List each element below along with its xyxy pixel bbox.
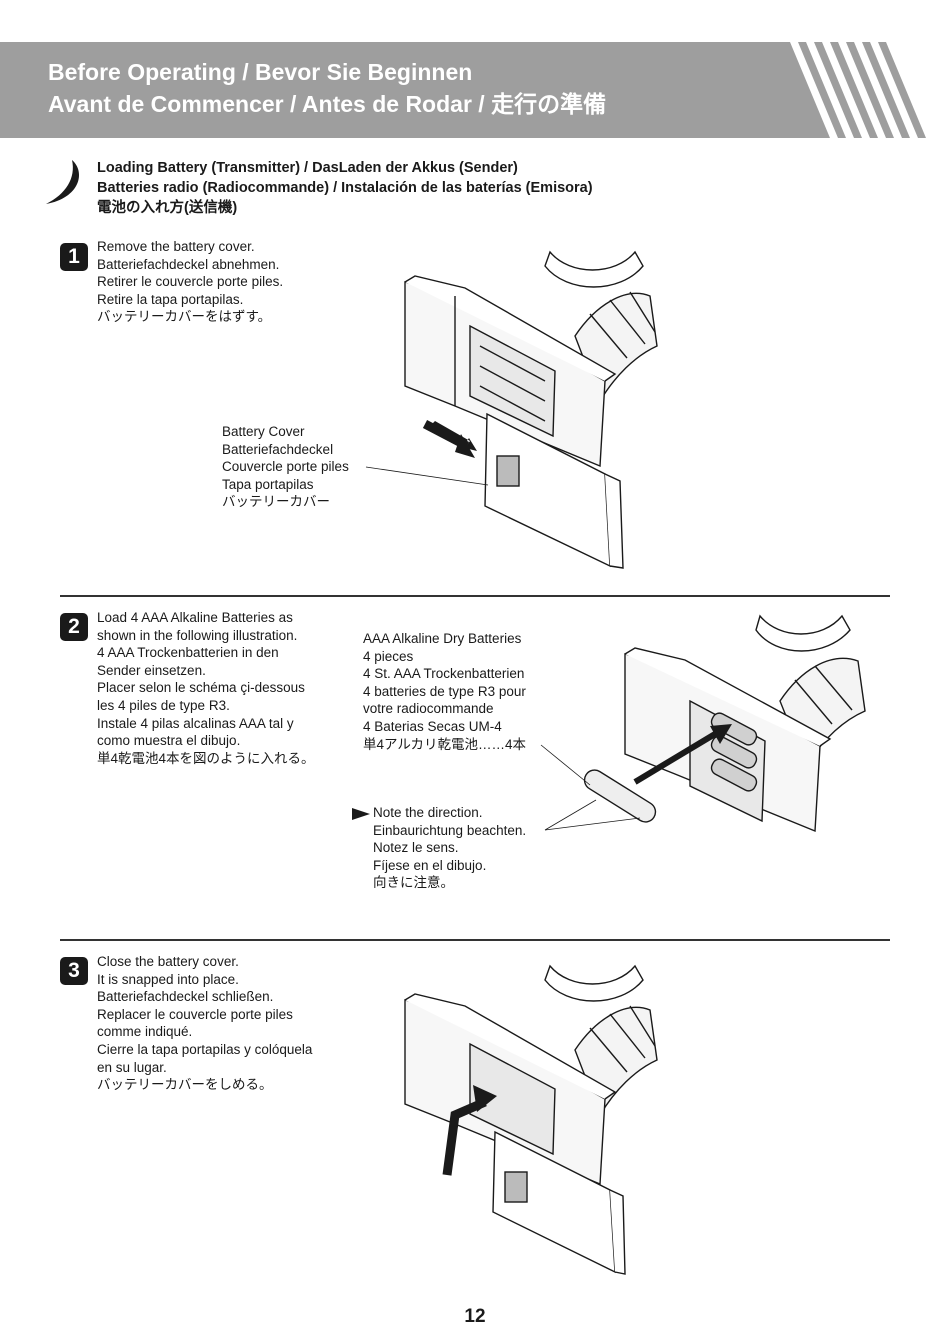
step-3-badge: 3 xyxy=(60,957,88,985)
section-divider xyxy=(60,595,890,597)
transmitter-battery-insert-illustration xyxy=(583,614,866,833)
transmitter-close-cover-illustration xyxy=(404,964,658,1275)
step-3-instructions: Close the battery cover. It is snapped i… xyxy=(97,954,313,1093)
direction-note: Note the direction. Einbaurichtung beach… xyxy=(373,805,527,891)
step-2-badge: 2 xyxy=(60,613,88,641)
section-title-line: 電池の入れ方(送信機) xyxy=(97,200,238,216)
transmitter-open-cover-illustration xyxy=(404,250,658,569)
step-1-badge: 1 xyxy=(60,243,88,271)
header-title-line-1: Before Operating / Bevor Sie Beginnen xyxy=(48,59,473,85)
section-title-line: Batteries radio (Radiocommande) / Instal… xyxy=(97,180,593,196)
page-number: 12 xyxy=(464,1306,486,1327)
battery-cover-label: Battery Cover Batteriefachdeckel Couverc… xyxy=(222,424,349,510)
header-stripes-decoration xyxy=(770,42,950,138)
battery-type-label: AAA Alkaline Dry Batteries 4 pieces 4 St… xyxy=(363,631,526,752)
page-header: Before Operating / Bevor Sie Beginnen Av… xyxy=(0,42,950,138)
crescent-icon xyxy=(46,160,80,204)
step-1-instructions: Remove the battery cover. Batteriefachde… xyxy=(97,239,284,325)
section-divider xyxy=(60,939,890,941)
header-title-line-2: Avant de Commencer / Antes de Rodar / 走行… xyxy=(48,91,607,117)
section-title-line: Loading Battery (Transmitter) / DasLaden… xyxy=(97,160,518,176)
triangle-pointer-icon xyxy=(352,808,370,820)
section-title: Loading Battery (Transmitter) / DasLaden… xyxy=(97,158,593,218)
step-2-instructions: Load 4 AAA Alkaline Batteries as shown i… xyxy=(97,610,315,766)
